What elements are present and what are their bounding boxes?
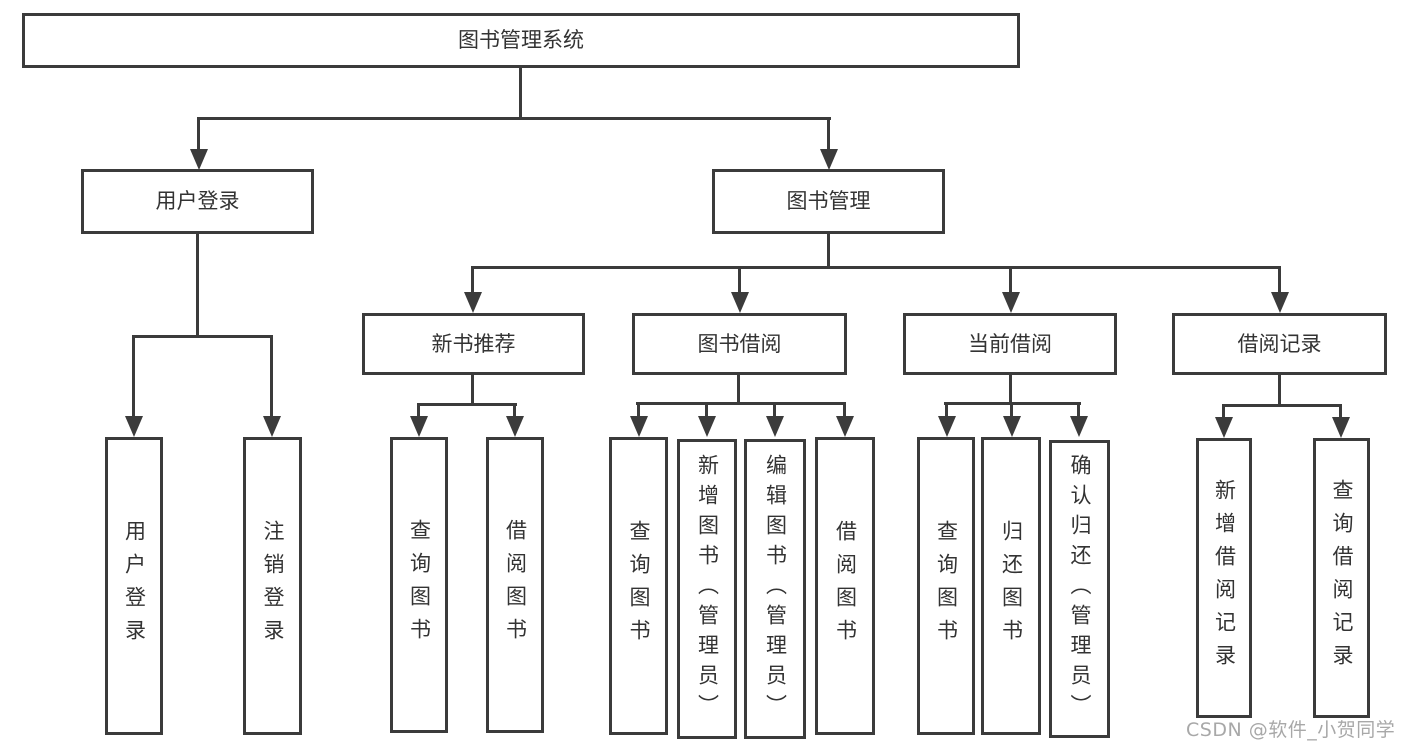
connector-line — [270, 335, 273, 417]
connector-line — [827, 117, 830, 151]
connector-line — [1278, 266, 1281, 293]
connector-line — [945, 402, 948, 417]
connector-line — [843, 402, 846, 417]
connector-line — [471, 266, 474, 293]
arrowhead-down-icon — [263, 416, 281, 437]
leaf-query-book-current-label: 查询图书 — [934, 520, 959, 652]
connector-line — [132, 335, 135, 417]
leaf-borrow-book-label: 借阅图书 — [833, 520, 858, 652]
leaf-query-book-current: 查询图书 — [917, 437, 975, 735]
node-book-management-label: 图书管理 — [786, 189, 871, 213]
node-root: 图书管理系统 — [22, 13, 1020, 68]
arrowhead-down-icon — [766, 416, 784, 437]
arrowhead-down-icon — [1271, 292, 1289, 313]
leaf-query-borrow-record-label: 查询借阅记录 — [1330, 479, 1354, 677]
node-root-label: 图书管理系统 — [458, 28, 584, 52]
csdn-watermark: CSDN @软件_小贺同学 — [1186, 719, 1396, 741]
connector-line — [827, 234, 830, 269]
connector-line — [636, 402, 846, 405]
arrowhead-down-icon — [820, 149, 838, 170]
connector-line — [637, 402, 640, 417]
connector-line — [738, 266, 741, 293]
leaf-confirm-return-admin-label: 确认归还（管理员） — [1068, 454, 1092, 724]
node-new-book-recommend-label: 新书推荐 — [431, 331, 516, 356]
connector-line — [196, 234, 199, 337]
node-book-management: 图书管理 — [712, 169, 945, 234]
node-current-borrow: 当前借阅 — [903, 313, 1117, 375]
connector-line — [1222, 404, 1225, 418]
leaf-confirm-return-admin: 确认归还（管理员） — [1049, 440, 1110, 738]
node-user-login-label: 用户登录 — [155, 189, 240, 213]
connector-line — [417, 403, 517, 406]
arrowhead-down-icon — [836, 416, 854, 437]
node-current-borrow-label: 当前借阅 — [968, 331, 1052, 356]
connector-line — [705, 402, 708, 417]
connector-line — [197, 117, 831, 120]
arrowhead-down-icon — [1215, 417, 1233, 438]
connector-line — [471, 266, 1281, 269]
node-new-book-recommend: 新书推荐 — [362, 313, 585, 375]
connector-line — [737, 375, 740, 405]
connector-line — [1077, 402, 1080, 417]
arrowhead-down-icon — [1070, 416, 1088, 437]
arrowhead-down-icon — [938, 416, 956, 437]
leaf-return-book: 归还图书 — [981, 437, 1041, 735]
arrowhead-down-icon — [731, 292, 749, 313]
connector-line — [1222, 404, 1342, 407]
leaf-return-book-label: 归还图书 — [999, 520, 1024, 652]
leaf-edit-book-admin-label: 编辑图书（管理员） — [763, 454, 788, 724]
arrowhead-down-icon — [410, 416, 428, 437]
leaf-query-book-borrow: 查询图书 — [609, 437, 668, 735]
leaf-user-login-label: 用户登录 — [122, 520, 147, 652]
leaf-query-book-recommend-label: 查询图书 — [407, 519, 432, 651]
node-borrow-record-label: 借阅记录 — [1237, 331, 1322, 356]
arrowhead-down-icon — [1332, 417, 1350, 438]
leaf-query-borrow-record: 查询借阅记录 — [1313, 438, 1370, 718]
leaf-add-book-admin-label: 新增图书（管理员） — [695, 454, 720, 724]
leaf-query-book-recommend: 查询图书 — [390, 437, 448, 733]
leaf-add-book-admin: 新增图书（管理员） — [677, 439, 737, 739]
connector-line — [513, 403, 516, 417]
connector-line — [1009, 375, 1012, 405]
leaf-logout-label: 注销登录 — [261, 520, 285, 652]
connector-line — [773, 402, 776, 417]
connector-line — [1010, 402, 1013, 417]
arrowhead-down-icon — [1002, 292, 1020, 313]
connector-line — [1339, 404, 1342, 418]
leaf-query-book-borrow-label: 查询图书 — [627, 520, 651, 652]
leaf-borrow-book-recommend-label: 借阅图书 — [503, 519, 528, 651]
arrowhead-down-icon — [125, 416, 143, 437]
connector-line — [417, 403, 420, 417]
arrowhead-down-icon — [506, 416, 524, 437]
leaf-edit-book-admin: 编辑图书（管理员） — [744, 439, 806, 739]
connector-line — [471, 375, 474, 405]
arrowhead-down-icon — [1003, 416, 1021, 437]
leaf-add-borrow-record: 新增借阅记录 — [1196, 438, 1252, 718]
arrowhead-down-icon — [698, 416, 716, 437]
leaf-user-login: 用户登录 — [105, 437, 163, 735]
leaf-add-borrow-record-label: 新增借阅记录 — [1212, 479, 1237, 677]
connector-line — [519, 68, 522, 118]
leaf-logout: 注销登录 — [243, 437, 302, 735]
connector-line — [197, 117, 200, 151]
node-book-borrow-label: 图书借阅 — [697, 331, 782, 356]
connector-line — [1278, 375, 1281, 406]
connector-line — [1009, 266, 1012, 293]
leaf-borrow-book: 借阅图书 — [815, 437, 875, 735]
arrowhead-down-icon — [190, 149, 208, 170]
arrowhead-down-icon — [464, 292, 482, 313]
leaf-borrow-book-recommend: 借阅图书 — [486, 437, 544, 733]
connector-line — [132, 335, 273, 338]
node-book-borrow: 图书借阅 — [632, 313, 847, 375]
arrowhead-down-icon — [630, 416, 648, 437]
node-borrow-record: 借阅记录 — [1172, 313, 1387, 375]
node-user-login: 用户登录 — [81, 169, 314, 234]
